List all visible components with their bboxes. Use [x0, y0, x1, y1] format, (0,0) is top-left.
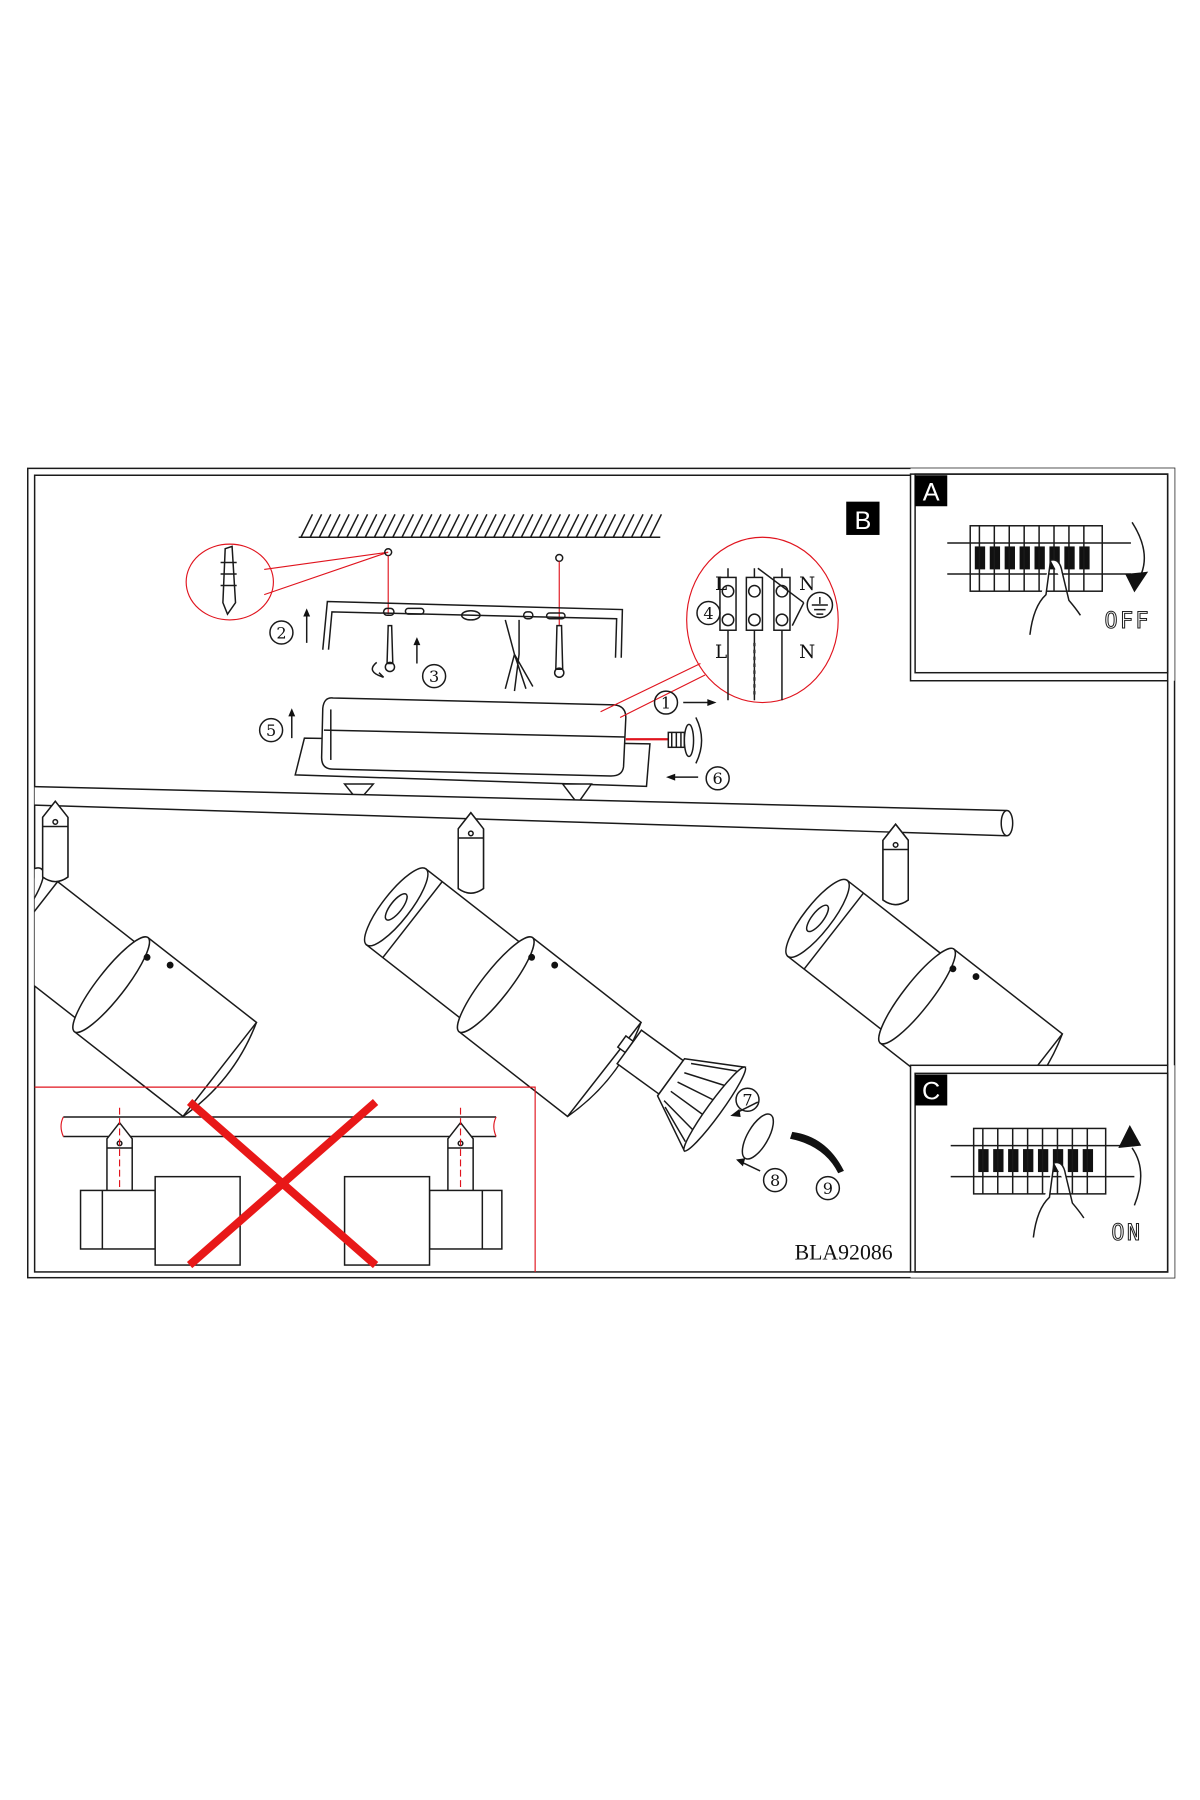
svg-text:6: 6 — [713, 769, 723, 788]
hatch-line — [649, 513, 663, 538]
step-8: 8 — [762, 1167, 788, 1193]
hatch-line — [539, 513, 552, 538]
svg-text:7: 7 — [742, 1090, 752, 1109]
svg-text:C: C — [922, 1078, 940, 1106]
svg-text:8: 8 — [770, 1171, 780, 1190]
hatch-line — [520, 513, 534, 538]
gu10-bulb — [616, 1029, 747, 1153]
svg-text:L: L — [715, 574, 727, 595]
svg-text:2: 2 — [276, 623, 286, 642]
hatch-line — [373, 513, 387, 538]
step-4: 4 — [696, 600, 721, 626]
hatch-line — [300, 513, 314, 538]
incorrect-mounting-panel — [34, 1086, 536, 1272]
step-1: 1 — [653, 690, 679, 715]
hatch-line — [502, 513, 516, 538]
panel-c: C ON — [909, 1064, 1175, 1278]
step-3: 3 — [421, 663, 447, 689]
hatch-line — [548, 513, 562, 538]
hatch-line — [438, 513, 451, 538]
hatch-line — [456, 513, 470, 538]
screw — [553, 624, 565, 679]
hatch-line — [557, 513, 571, 538]
hatch-line — [529, 513, 543, 538]
step-6: 6 — [705, 766, 730, 791]
hatch-line — [575, 513, 589, 538]
svg-text:4: 4 — [703, 604, 713, 623]
svg-text:3: 3 — [429, 667, 439, 686]
ceiling-hatch — [298, 513, 663, 538]
hatch-line — [511, 513, 525, 538]
hatch-line — [474, 513, 488, 538]
svg-text:9: 9 — [823, 1179, 833, 1198]
step-7: 7 — [735, 1087, 760, 1112]
svg-text:L: L — [715, 642, 727, 663]
svg-text:B: B — [854, 507, 871, 535]
mounting-bracket — [322, 600, 624, 658]
svg-text:N: N — [799, 574, 815, 595]
hatch-line — [594, 513, 607, 538]
hatch-line — [392, 513, 405, 538]
retaining-ring — [741, 1113, 775, 1160]
hatch-line — [447, 513, 461, 538]
hatch-line — [346, 513, 360, 538]
junction-box-cover — [294, 697, 651, 805]
step-9: 9 — [815, 1175, 841, 1201]
model-code: BLA92086 — [795, 1240, 893, 1264]
hatch-line — [630, 513, 644, 538]
hatch-line — [584, 513, 598, 538]
step-5: 5 — [258, 717, 284, 743]
drill-hole — [555, 553, 564, 563]
hatch-line — [309, 513, 323, 538]
hatch-line — [465, 513, 479, 538]
hatch-line — [327, 513, 341, 538]
panel-b-frame — [33, 474, 1169, 1273]
hatch-line — [355, 513, 369, 538]
panel-b-label: B — [846, 501, 880, 535]
hatch-line — [428, 513, 442, 538]
hatch-line — [566, 513, 580, 538]
hatch-line — [493, 513, 506, 538]
mains-wires — [504, 619, 534, 692]
hatch-line — [382, 513, 396, 538]
outer-frame — [26, 467, 1176, 1279]
svg-text:1: 1 — [661, 693, 671, 712]
red-cross-icon — [186, 1099, 379, 1269]
svg-text:N: N — [799, 642, 815, 663]
hatch-line — [419, 513, 433, 538]
hatch-line — [603, 513, 617, 538]
fixing-screw — [667, 717, 703, 764]
step-2: 2 — [269, 620, 294, 645]
svg-text:5: 5 — [266, 721, 276, 740]
spotlight-bar — [34, 785, 1071, 1135]
svg-text:ON: ON — [1111, 1221, 1142, 1246]
hatch-line — [612, 513, 626, 538]
hatch-line — [640, 513, 653, 538]
wiring-detail: L N L N — [600, 536, 839, 718]
hatch-line — [318, 513, 332, 538]
wall-plug-detail — [185, 543, 389, 621]
screw — [371, 624, 396, 679]
rotate-arrow — [789, 1131, 844, 1174]
svg-text:OFF: OFF — [1105, 609, 1151, 634]
panel-a: A OFF — [909, 468, 1175, 682]
hatch-line — [483, 513, 497, 538]
svg-text:A: A — [923, 479, 940, 507]
hatch-line — [621, 513, 635, 538]
hatch-line — [410, 513, 424, 538]
hatch-line — [401, 513, 415, 538]
hatch-line — [337, 513, 350, 538]
hatch-line — [364, 513, 378, 538]
